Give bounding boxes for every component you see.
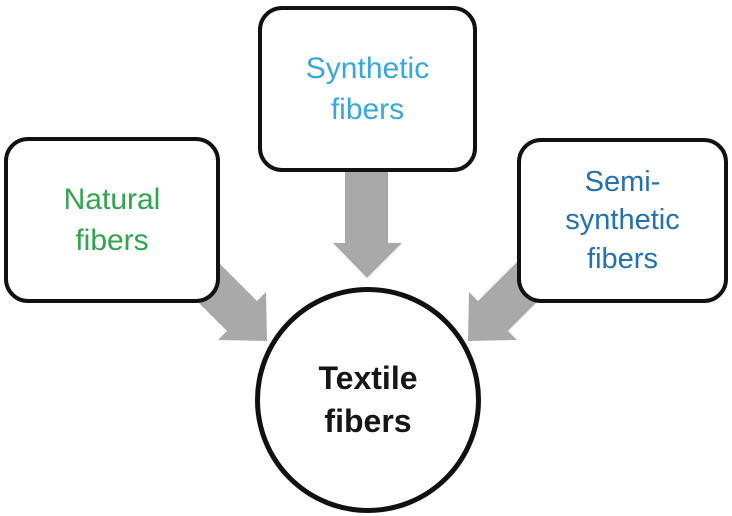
node-synthetic-fibers-label: Synthetic fibers [305, 51, 430, 126]
arrow-synthetic-to-center-icon [333, 169, 402, 278]
node-textile-fibers: Textile fibers [255, 287, 481, 513]
node-semi-synthetic-fibers: Semi- synthetic fibers [517, 138, 728, 303]
node-natural-fibers: Natural fibers [4, 137, 220, 303]
node-textile-fibers-label: Textile fibers [318, 359, 418, 439]
node-natural-fibers-label: Natural fibers [63, 182, 161, 257]
node-synthetic-fibers: Synthetic fibers [258, 6, 477, 172]
node-semi-synthetic-fibers-label: Semi- synthetic fibers [565, 166, 680, 275]
